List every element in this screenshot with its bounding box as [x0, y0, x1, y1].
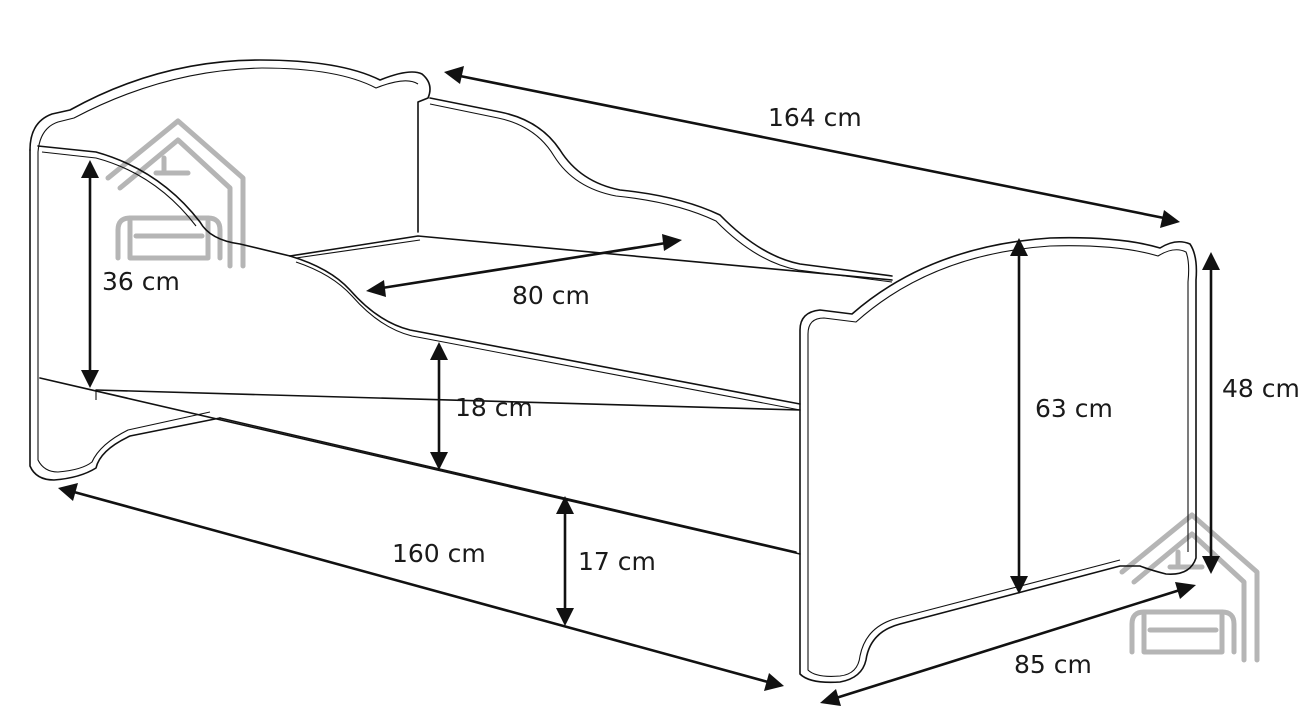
arrow-head — [820, 689, 841, 706]
arrow-head — [430, 452, 448, 470]
label-total-length: 164 cm — [768, 103, 862, 132]
dim-line-inner-width — [381, 241, 667, 290]
dimension-labels: 164 cm 80 cm 36 cm 18 cm 17 cm 160 cm 63… — [102, 103, 1300, 679]
arrow-head — [556, 608, 574, 626]
arrow-head — [81, 160, 99, 178]
watermark-logo-bottom-right — [1119, 512, 1260, 663]
arrow-head — [1010, 238, 1028, 256]
dim-line-inner-length — [73, 490, 769, 684]
dim-line-total-width — [835, 588, 1181, 700]
back-board — [29, 59, 431, 233]
dim-line-total-length — [459, 74, 1165, 220]
label-inner-width: 80 cm — [512, 281, 590, 310]
label-drawer-height: 17 cm — [578, 547, 656, 576]
arrow-head — [1202, 556, 1220, 574]
arrow-head — [1175, 582, 1196, 599]
front-rail — [289, 255, 801, 405]
label-footboard-height: 48 cm — [1222, 374, 1300, 403]
front-board — [799, 236, 1198, 684]
label-headboard-height: 63 cm — [1035, 394, 1113, 423]
arrow-head — [366, 280, 386, 297]
arrow-head — [764, 673, 784, 691]
label-side-height: 36 cm — [102, 267, 180, 296]
arrow-head — [444, 66, 464, 84]
arrow-head — [1160, 210, 1180, 228]
dimension-arrows — [58, 66, 1220, 706]
bed-outline — [29, 59, 1198, 684]
arrow-head — [58, 483, 78, 501]
arrow-head — [1202, 252, 1220, 270]
arrow-head — [556, 496, 574, 514]
arrow-head — [662, 234, 682, 251]
back-rail — [429, 97, 893, 277]
arrow-head — [430, 342, 448, 360]
label-total-width: 85 cm — [1014, 650, 1092, 679]
watermark-logo-top-left — [105, 118, 246, 269]
label-guard-height: 18 cm — [455, 393, 533, 422]
arrow-head — [81, 370, 99, 388]
arrow-head — [1010, 576, 1028, 594]
label-inner-length: 160 cm — [392, 539, 486, 568]
